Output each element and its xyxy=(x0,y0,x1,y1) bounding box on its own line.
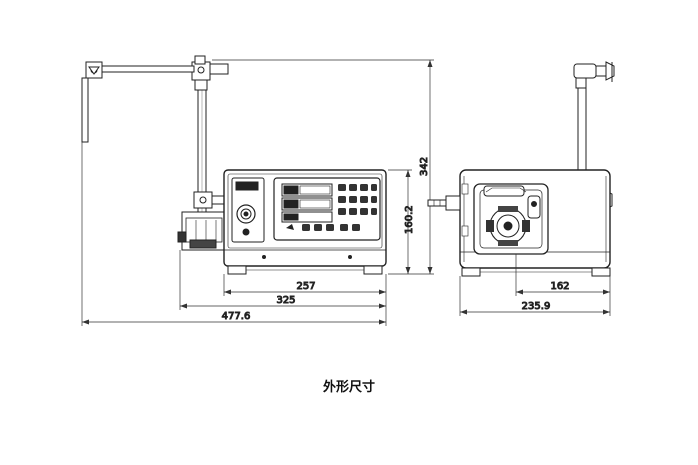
dim-width-total: 477.6 xyxy=(222,311,251,322)
dim-height-total: 342 xyxy=(419,157,430,176)
keypad xyxy=(302,184,377,231)
left-control-panel xyxy=(231,177,265,243)
filling-nozzle xyxy=(81,77,89,143)
right-control-panel xyxy=(273,177,381,241)
figure-caption: 外形尺寸 xyxy=(322,380,375,395)
dim-depth-total: 235.9 xyxy=(522,301,551,312)
horizontal-arm xyxy=(99,65,195,73)
side-inlet-fitting xyxy=(427,195,461,211)
pump-head xyxy=(473,183,549,255)
front-view: 342 160.2 257 325 477.6 xyxy=(81,55,434,326)
side-top-clamp xyxy=(573,61,615,89)
dim-depth-pump: 162 xyxy=(550,281,569,292)
front-dimension-lines xyxy=(81,59,434,326)
lower-clamp xyxy=(193,191,225,209)
top-clamp xyxy=(191,55,229,91)
dim-width-with-fixture: 325 xyxy=(276,295,295,306)
side-view: 162 235.9 xyxy=(427,61,615,316)
side-dimension-lines xyxy=(459,254,611,316)
pump-head-fixture xyxy=(177,211,227,251)
dim-height-body: 160.2 xyxy=(404,205,415,234)
nozzle-holder xyxy=(85,61,103,79)
dim-width-body: 257 xyxy=(296,281,315,292)
